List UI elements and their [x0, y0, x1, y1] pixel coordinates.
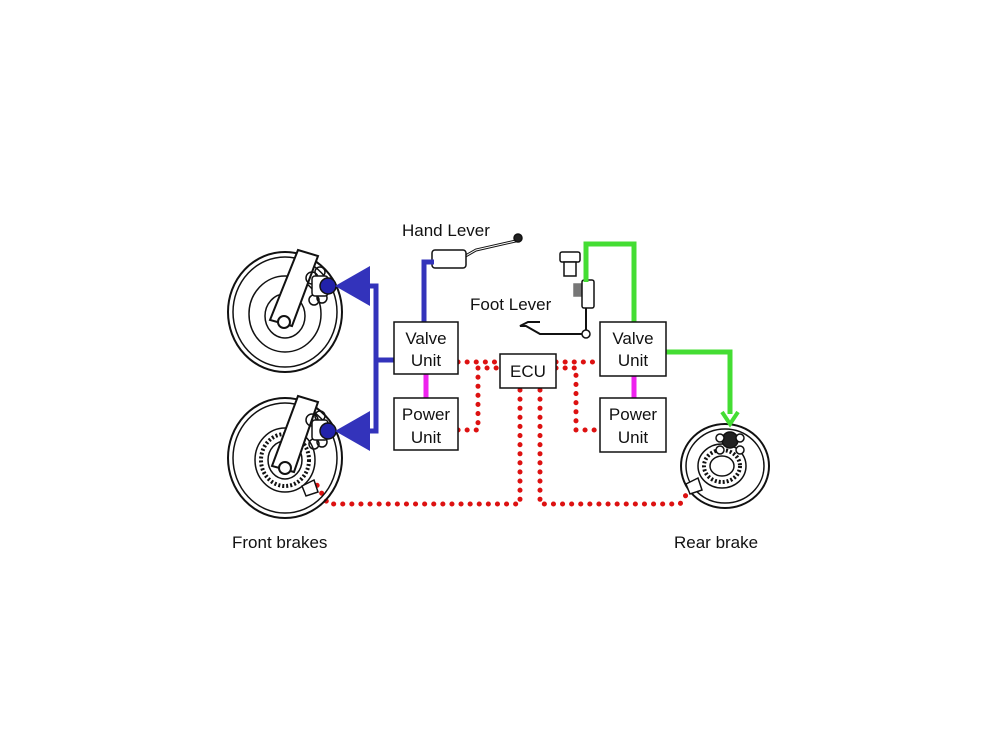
ecu-box: ECU [499, 353, 557, 389]
hand-lever-label: Hand Lever [402, 221, 490, 240]
front-lower-caliper [305, 410, 337, 450]
front-upper-caliper [305, 266, 337, 306]
front-power-unit-label-line1: Power [402, 405, 451, 424]
rear-hydraulic-lines [583, 241, 740, 428]
front-valve-unit: Valve Unit [393, 321, 459, 375]
rear-caliper [715, 431, 745, 455]
front-valve-unit-label-line1: Valve [405, 329, 446, 348]
front-brakes-label: Front brakes [232, 533, 327, 552]
front-upper-wheel [227, 248, 343, 373]
hand-lever [431, 233, 523, 269]
rear-valve-unit-label-line1: Valve [612, 329, 653, 348]
front-power-unit: Power Unit [393, 397, 459, 451]
ecu-label: ECU [510, 362, 546, 381]
rear-valve-unit-label-line2: Unit [618, 351, 649, 370]
rear-power-unit-label-line1: Power [609, 405, 658, 424]
front-lower-wheel [227, 394, 343, 519]
front-valve-unit-label-line2: Unit [411, 351, 442, 370]
front-hydraulic-lines [335, 259, 434, 451]
foot-lever-label: Foot Lever [470, 295, 552, 314]
rear-valve-unit: Valve Unit [599, 321, 667, 377]
rear-power-unit-label-line2: Unit [618, 428, 649, 447]
rear-power-unit: Power Unit [599, 397, 667, 453]
ecu-signal-wiring [311, 359, 695, 507]
rear-brake-label: Rear brake [674, 533, 758, 552]
rear-wheel [680, 423, 770, 509]
power-links [423, 374, 637, 398]
front-power-unit-label-line2: Unit [411, 428, 442, 447]
